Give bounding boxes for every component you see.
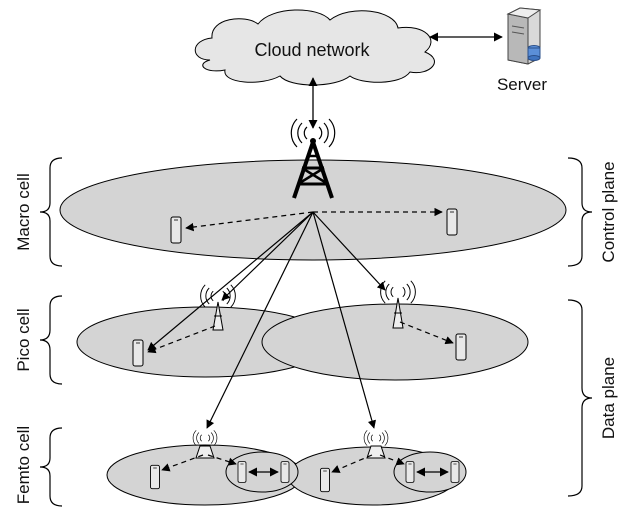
femto-d2d-right-a-icon [405,461,415,483]
pico-cell-area-right [261,303,529,381]
control-links [147,211,386,429]
femto-signal-right-icon [363,429,389,447]
macro-cell-label: Macro cell [14,173,33,250]
femto-user-left-icon [150,464,160,490]
femto-cell-label: Femto cell [14,426,33,504]
data-plane-label: Data plane [599,357,618,439]
server-label: Server [497,75,547,94]
macro-user-right-icon [446,208,458,236]
femto-signal-left-icon [192,429,218,447]
femto-user-right-icon [320,467,330,493]
macro-cell-area [59,159,567,261]
macro-user-left-icon [170,216,182,244]
femto-d2d-right-b-icon [450,461,460,483]
cloud-network: Cloud network [194,9,435,86]
server-icon [506,7,542,65]
left-braces [39,157,63,507]
pico-cell-label: Pico cell [14,308,33,371]
control-plane-label: Control plane [599,161,618,262]
pico-antenna-right-icon [392,297,404,329]
pico-antenna-left-icon [212,301,224,331]
data-links [147,207,454,473]
femto-d2d-left-b-icon [280,461,290,483]
pico-user-left-icon [132,339,144,367]
server: Server [497,7,547,94]
pico-user-right-icon [455,333,467,361]
right-braces [567,157,593,497]
femto-d2d-left-a-icon [237,461,247,483]
cloud-label: Cloud network [254,40,370,60]
macro-tower-icon [292,138,334,199]
